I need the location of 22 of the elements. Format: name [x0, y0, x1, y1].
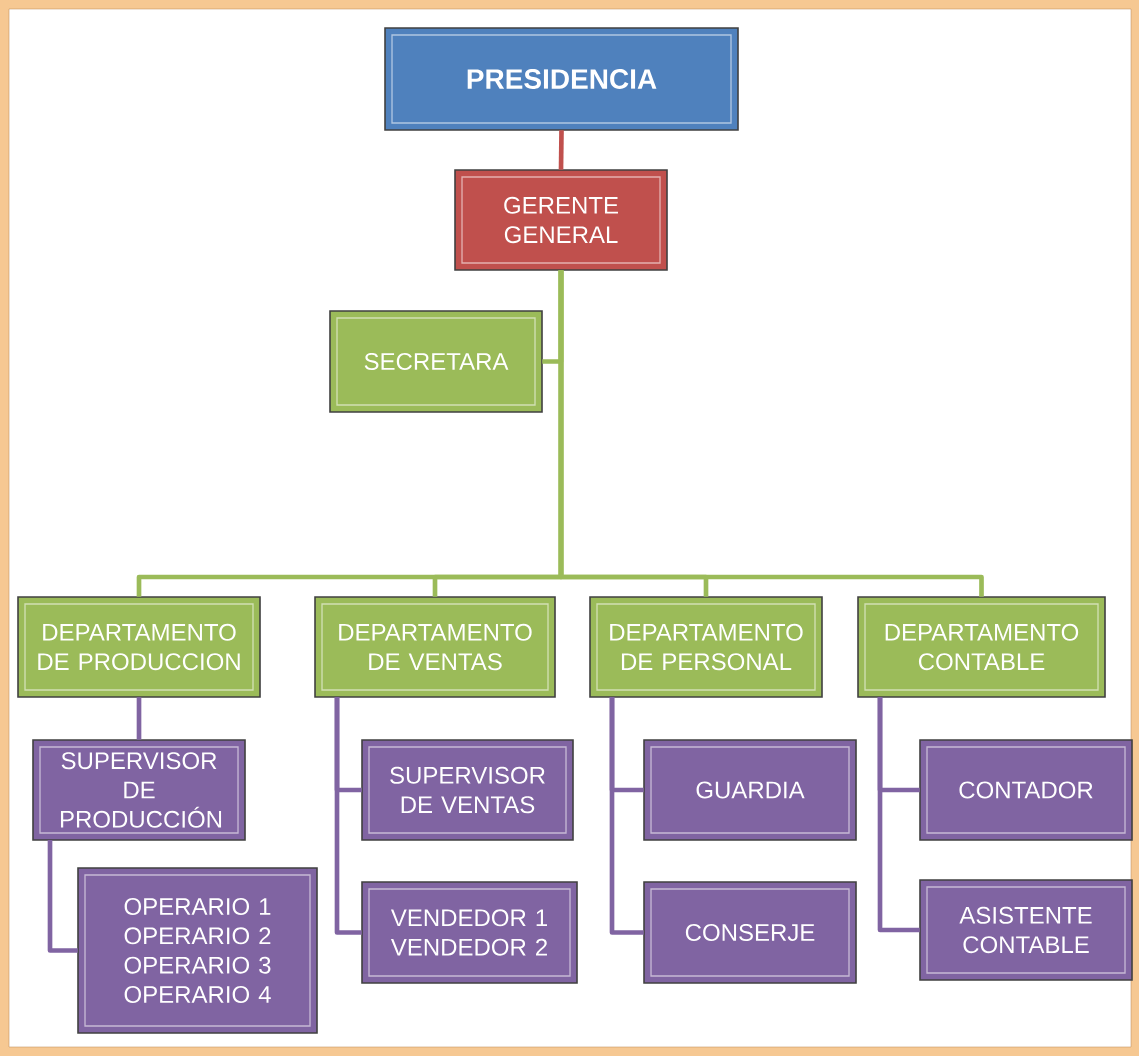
staff-box: GUARDIA — [643, 739, 857, 841]
connector-line — [334, 697, 362, 935]
department-box: DEPARTAMENTO DE PRODUCCION — [17, 596, 261, 698]
staff-box: SUPERVISOR DE PRODUCCIÓN — [32, 739, 246, 841]
connector-line — [47, 840, 78, 953]
staff-box: ASISTENTE CONTABLE — [919, 879, 1133, 981]
connector-line — [558, 130, 564, 170]
connector-line — [877, 697, 920, 933]
staff-box: OPERARIO 1 OPERARIO 2 OPERARIO 3 OPERARIO 4 — [77, 867, 318, 1034]
connector-line — [136, 697, 142, 740]
connector-line — [609, 697, 644, 935]
staff-box: CONSERJE — [643, 881, 857, 984]
position-box: GERENTE GENERAL — [454, 169, 668, 271]
department-box: DEPARTAMENTO CONTABLE — [857, 596, 1106, 698]
department-box: DEPARTAMENTO DE VENTAS — [314, 596, 556, 698]
staff-box: VENDEDOR 1 VENDEDOR 2 — [361, 881, 578, 984]
department-box: DEPARTAMENTO DE PERSONAL — [589, 596, 823, 698]
connector-line — [558, 270, 984, 597]
staff-box: CONTADOR — [919, 739, 1133, 841]
department-box: SECRETARA — [329, 310, 543, 413]
position-box: PRESIDENCIA — [384, 27, 739, 131]
staff-box: SUPERVISOR DE VENTAS — [361, 739, 574, 841]
